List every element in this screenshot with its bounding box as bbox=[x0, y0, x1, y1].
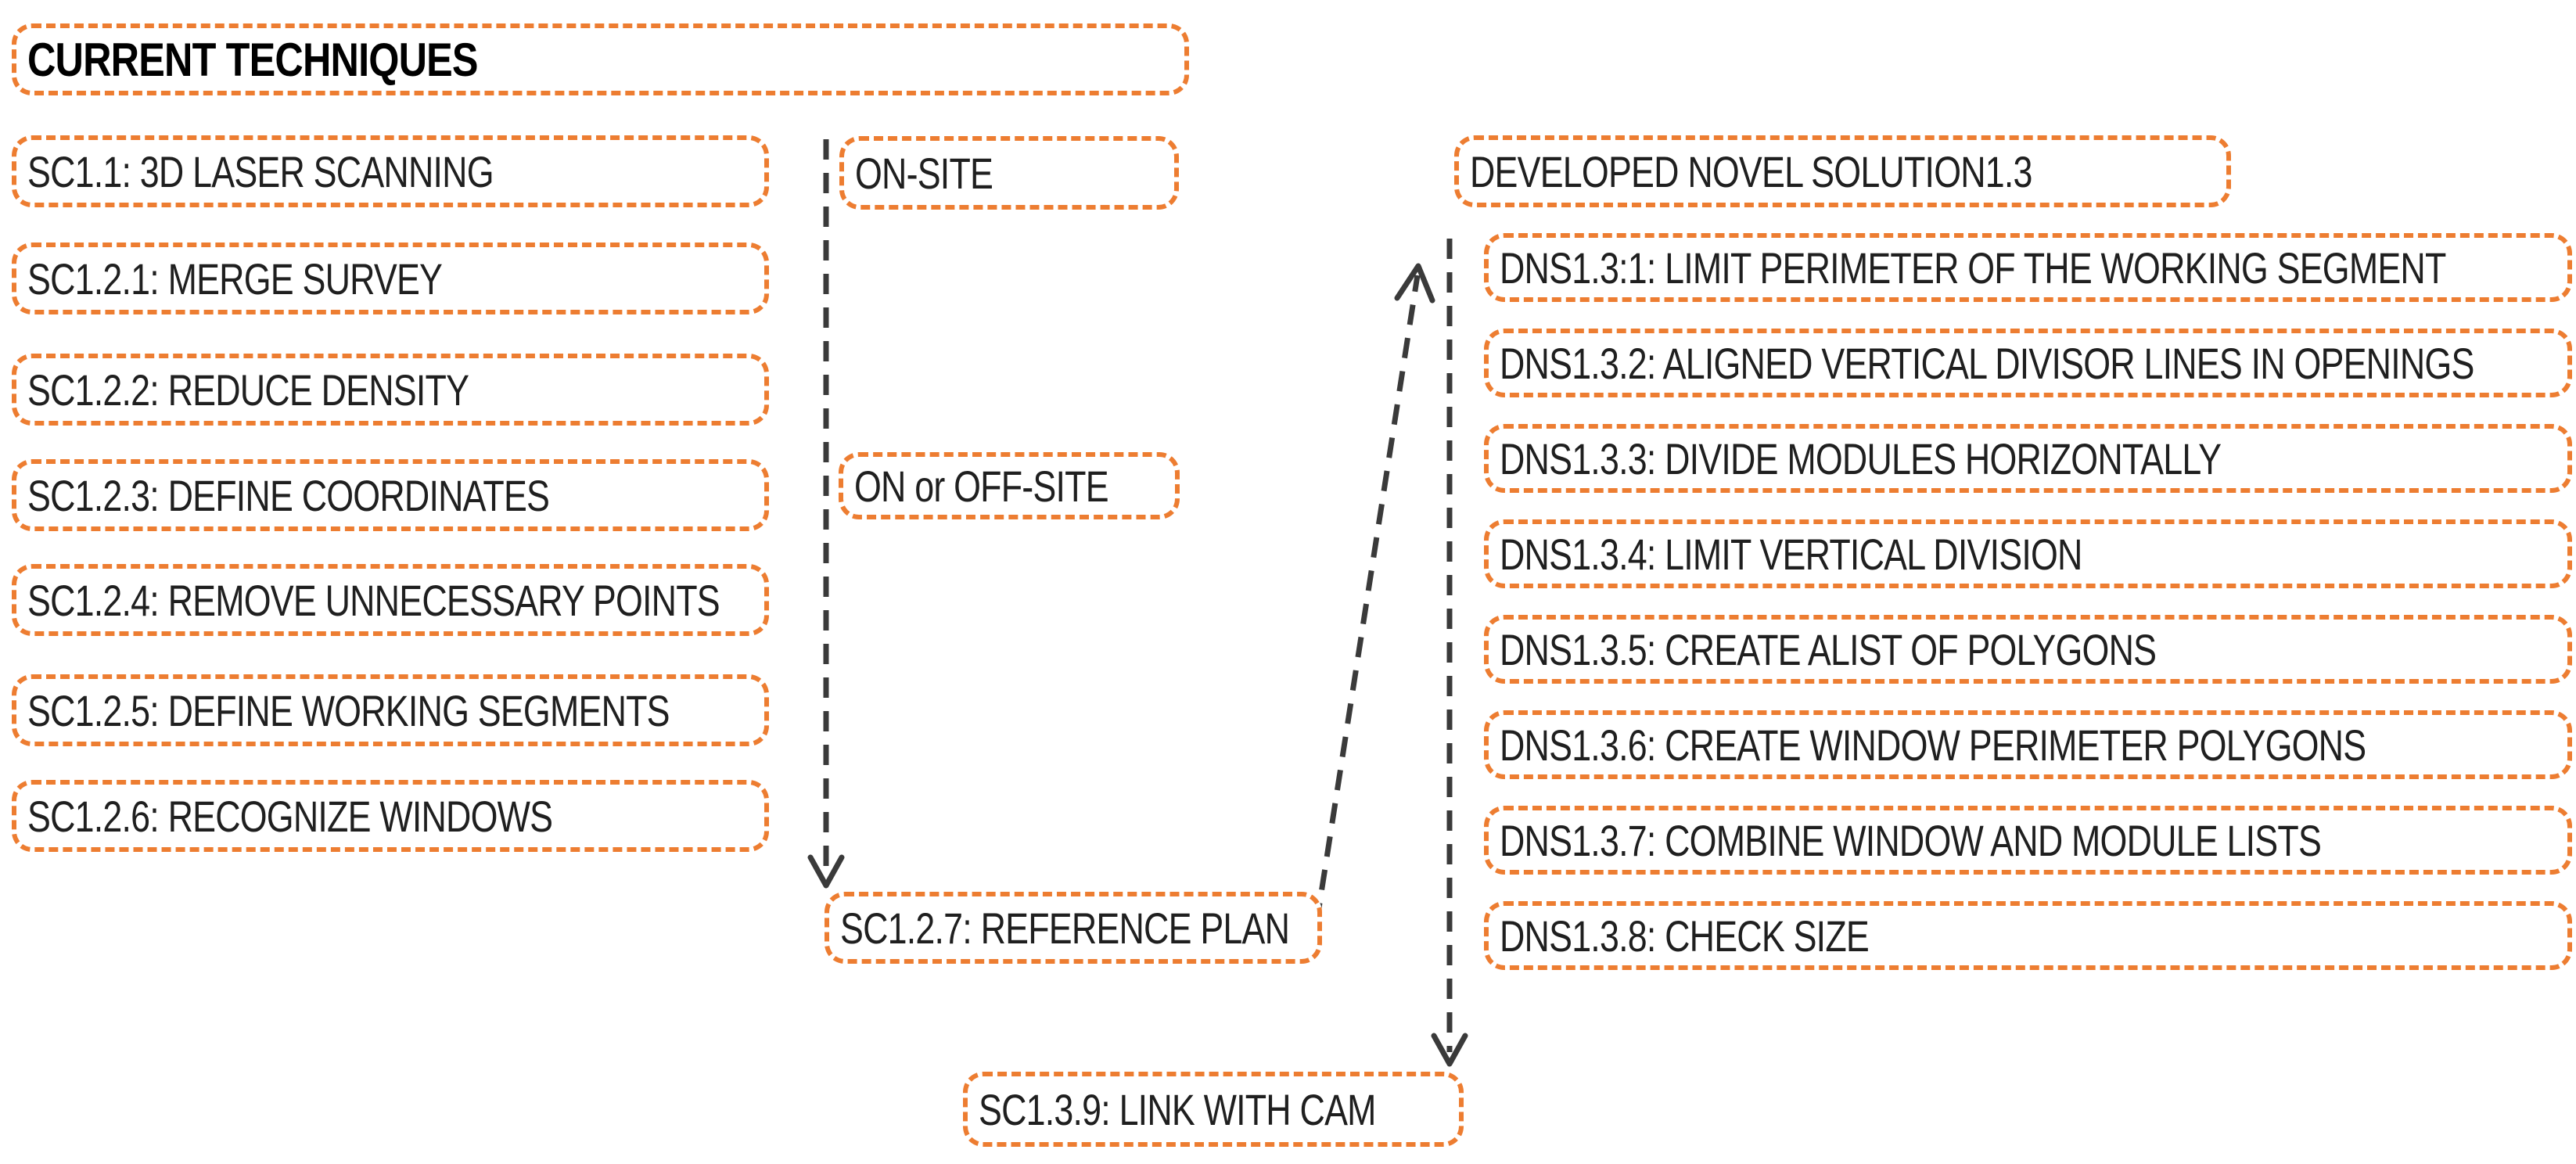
sc1-2-2-label: SC1.2.2: REDUCE DENSITY bbox=[27, 365, 469, 415]
dns1-3-4-label: DNS1.3.4: LIMIT VERTICAL DIVISION bbox=[1500, 529, 2082, 579]
box-dns1-3-8: DNS1.3.8: CHECK SIZE bbox=[1484, 901, 2572, 970]
sc1-2-4-label: SC1.2.4: REMOVE UNNECESSARY POINTS bbox=[27, 575, 720, 625]
dns1-3-3-label: DNS1.3.3: DIVIDE MODULES HORIZONTALLY bbox=[1500, 433, 2222, 483]
sc1-3-9-label: SC1.3.9: LINK WITH CAM bbox=[979, 1084, 1376, 1134]
arrow-up-icon bbox=[1394, 263, 1435, 304]
sc1-2-5-label: SC1.2.5: DEFINE WORKING SEGMENTS bbox=[27, 685, 670, 735]
dns1-3-6-label: DNS1.3.6: CREATE WINDOW PERIMETER POLYGO… bbox=[1500, 720, 2366, 770]
arrow-reference-plan-to-dns-line bbox=[1313, 275, 1421, 924]
on-site-label: ON-SITE bbox=[855, 148, 993, 198]
box-sc1-2-2: SC1.2.2: REDUCE DENSITY bbox=[12, 354, 769, 426]
box-dns1-3-5: DNS1.3.5: CREATE ALIST OF POLYGONS bbox=[1484, 615, 2572, 684]
box-sc1-2-4: SC1.2.4: REMOVE UNNECESSARY POINTS bbox=[12, 564, 769, 636]
box-sc1-2-7-reference-plan: SC1.2.7: REFERENCE PLAN bbox=[825, 892, 1322, 964]
box-sc1-2-6: SC1.2.6: RECOGNIZE WINDOWS bbox=[12, 780, 769, 852]
box-sc1-2-5: SC1.2.5: DEFINE WORKING SEGMENTS bbox=[12, 674, 769, 746]
box-dns1-3-7: DNS1.3.7: COMBINE WINDOW AND MODULE LIST… bbox=[1484, 806, 2572, 875]
box-dns1-3-4: DNS1.3.4: LIMIT VERTICAL DIVISION bbox=[1484, 519, 2572, 588]
current-techniques-label: CURRENT TECHNIQUES bbox=[27, 33, 479, 86]
box-dns1-3-3: DNS1.3.3: DIVIDE MODULES HORIZONTALLY bbox=[1484, 424, 2572, 493]
sc1-2-1-label: SC1.2.1: MERGE SURVEY bbox=[27, 253, 443, 304]
dns1-3-2-label: DNS1.3.2: ALIGNED VERTICAL DIVISOR LINES… bbox=[1500, 338, 2474, 388]
arrow-down-icon bbox=[807, 854, 845, 889]
box-sc1-2-1: SC1.2.1: MERGE SURVEY bbox=[12, 242, 769, 314]
arrow-down-icon bbox=[1431, 1033, 1468, 1067]
box-on-or-off-site: ON or OFF-SITE bbox=[839, 452, 1180, 519]
box-dns1-3-2: DNS1.3.2: ALIGNED VERTICAL DIVISOR LINES… bbox=[1484, 329, 2572, 397]
sc1-1-label: SC1.1: 3D LASER SCANNING bbox=[27, 146, 494, 196]
box-sc1-1: SC1.1: 3D LASER SCANNING bbox=[12, 135, 769, 207]
sc1-2-7-label: SC1.2.7: REFERENCE PLAN bbox=[840, 903, 1290, 953]
developed-novel-solution-label: DEVELOPED NOVEL SOLUTION1.3 bbox=[1470, 146, 2032, 196]
dns1-3-8-label: DNS1.3.8: CHECK SIZE bbox=[1500, 911, 1870, 961]
box-developed-novel-solution: DEVELOPED NOVEL SOLUTION1.3 bbox=[1454, 135, 2231, 207]
dns1-3-5-label: DNS1.3.5: CREATE ALIST OF POLYGONS bbox=[1500, 624, 2157, 674]
dns1-3-7-label: DNS1.3.7: COMBINE WINDOW AND MODULE LIST… bbox=[1500, 815, 2322, 865]
box-sc1-3-9-link-with-cam: SC1.3.9: LINK WITH CAM bbox=[963, 1072, 1464, 1147]
box-on-site: ON-SITE bbox=[839, 136, 1179, 210]
sc1-2-3-label: SC1.2.3: DEFINE COORDINATES bbox=[27, 470, 550, 520]
box-dns1-3-1: DNS1.3:1: LIMIT PERIMETER OF THE WORKING… bbox=[1484, 233, 2572, 302]
sc1-2-6-label: SC1.2.6: RECOGNIZE WINDOWS bbox=[27, 791, 553, 841]
box-sc1-2-3: SC1.2.3: DEFINE COORDINATES bbox=[12, 459, 769, 531]
box-current-techniques: CURRENT TECHNIQUES bbox=[12, 23, 1189, 95]
on-or-off-site-label: ON or OFF-SITE bbox=[854, 461, 1109, 511]
dns1-3-1-label: DNS1.3:1: LIMIT PERIMETER OF THE WORKING… bbox=[1500, 242, 2446, 293]
box-dns1-3-6: DNS1.3.6: CREATE WINDOW PERIMETER POLYGO… bbox=[1484, 710, 2572, 779]
